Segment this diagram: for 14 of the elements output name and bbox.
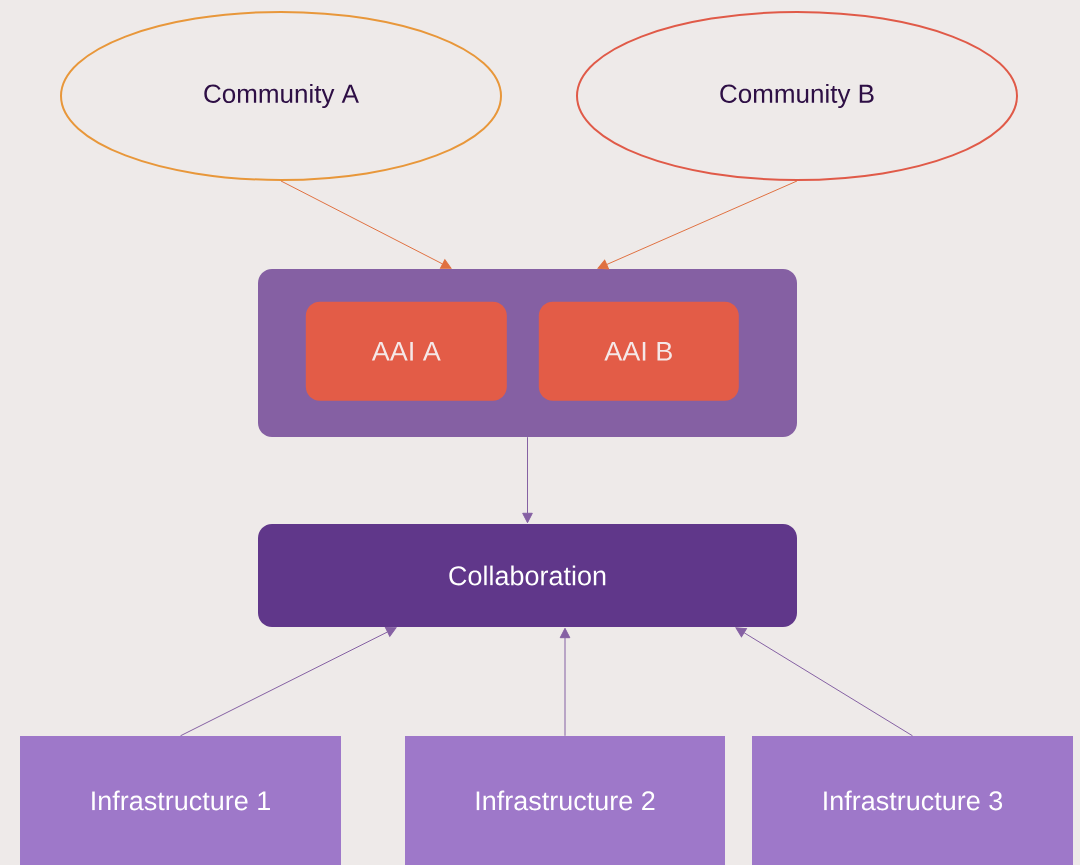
process-box: Infrastructure 3 [752, 736, 1073, 865]
arrow [559, 627, 571, 737]
process-box: AAI A [305, 301, 507, 401]
ellipse-node: Community B [576, 11, 1018, 181]
arrow [180, 627, 397, 737]
arrow [522, 436, 533, 524]
process-box: Infrastructure 1 [20, 736, 341, 865]
arrow [280, 180, 452, 269]
process-box: Infrastructure 2 [405, 736, 725, 865]
ellipse-node: Community A [60, 11, 502, 181]
process-box: Collaboration [258, 524, 797, 627]
arrow [597, 180, 798, 270]
process-box: AAI B [538, 301, 739, 401]
arrow [735, 627, 913, 737]
